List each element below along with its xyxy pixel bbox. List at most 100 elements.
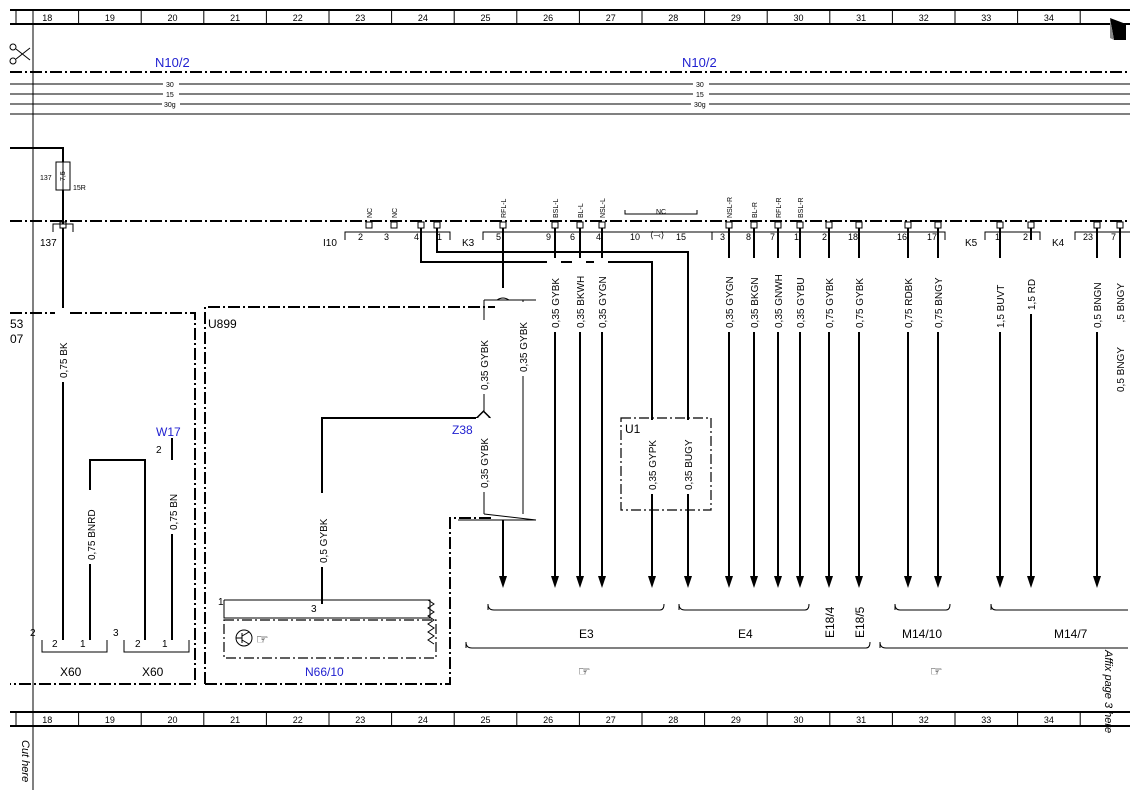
ruler-column-label: 22 — [293, 13, 303, 23]
connector-pin-number: 23 — [1083, 232, 1093, 242]
pin-terminal — [750, 221, 758, 229]
x60-b-pin-1: 1 — [162, 639, 168, 650]
connector-pin-number: 16 — [897, 232, 907, 242]
connector-signal-label: NSL-R — [727, 197, 734, 218]
pin-terminal — [576, 221, 584, 229]
ruler-column-label: 21 — [230, 13, 240, 23]
wire-label-bg — [547, 258, 561, 332]
wire-label: 0,75 BNGY — [934, 277, 945, 328]
connector-signal-label: RFL-L — [501, 198, 508, 218]
pin-terminal — [598, 221, 606, 229]
n66-pin-3: 3 — [311, 604, 317, 615]
wire-label-bg — [165, 460, 179, 534]
arrow-head — [796, 576, 804, 588]
ruler-column-label: 24 — [418, 715, 428, 725]
connector-pin-number: 17 — [927, 232, 937, 242]
ruler-column-label: 29 — [731, 13, 741, 23]
connector-k4: K4 — [1052, 238, 1065, 249]
pin-terminal — [796, 221, 804, 229]
wire-label-bg — [572, 258, 586, 332]
arrow-head — [1093, 576, 1101, 588]
lamp-brackets: E3 E4 E18/4 E18/5 M14/10 M14/7 ☞ ☞ — [465, 603, 1128, 679]
ruler-column-label: 33 — [981, 13, 991, 23]
x60-b-label: X60 — [142, 665, 164, 679]
ruler-column-label: 33 — [981, 715, 991, 725]
e3-label: E3 — [579, 627, 594, 641]
z38-label: Z38 — [452, 423, 473, 437]
wire-label-bg — [476, 320, 490, 394]
e4-label: E4 — [738, 627, 753, 641]
ruler-column-label: 21 — [230, 715, 240, 725]
connector-pin-number: 1 — [794, 232, 799, 242]
wire-label-bg — [83, 490, 97, 564]
wire-label: 0,5 BNGN — [1093, 282, 1104, 328]
wire-label: 0,35 BKGN — [750, 277, 761, 328]
connector-signal-label: BSL-L — [553, 198, 560, 218]
wire-label-bg — [721, 258, 735, 332]
connector-pin-number: 10 — [630, 232, 640, 242]
ruler-column-label: 27 — [606, 715, 616, 725]
wire-label: 0,35 GYPK — [648, 440, 659, 490]
ruler-column-label: 26 — [543, 13, 553, 23]
wire-label: 0,75 RDBK — [904, 278, 915, 328]
x60-a-pin-1: 1 — [80, 639, 86, 650]
connector-pin-number: 2 — [358, 232, 363, 242]
bus-30g-label: 30g — [164, 102, 176, 109]
pin-terminal — [390, 221, 398, 229]
x60-b-outer-pin: 3 — [113, 628, 119, 639]
wire-label: 0,35 GYBK — [480, 340, 491, 390]
ruler-column-label: 31 — [856, 715, 866, 725]
connector-signal-label: NC — [392, 208, 399, 218]
wire-label-bg — [594, 258, 608, 332]
arrow-head — [1027, 576, 1035, 588]
connector-pin-number: 6 — [570, 232, 575, 242]
arrow-head — [774, 576, 782, 588]
connector-pin-number: 2 — [822, 232, 827, 242]
fuse-circuit: 15R — [73, 185, 86, 192]
ruler-column-label: 26 — [543, 715, 553, 725]
left-07-label: 07 — [10, 332, 24, 346]
n66-pin-1: 1 — [218, 597, 224, 608]
bus-30-label: 30 — [696, 82, 704, 89]
ruler-column-label: 19 — [105, 715, 115, 725]
ruler-column-label: 29 — [731, 715, 741, 725]
connector-pin-number: 1 — [995, 232, 1000, 242]
connector-signal-label: RFL-R — [776, 197, 783, 218]
pointing-hand-icon: ☞ — [930, 663, 943, 679]
wire-label-bg — [821, 258, 835, 332]
connector-pin-number: 3 — [384, 232, 389, 242]
wire-label-bg — [476, 418, 490, 492]
pin-terminal — [825, 221, 833, 229]
connector-signal-label: BL-L — [578, 203, 585, 218]
affix-page-text: Affix page 3 here — [1102, 649, 1114, 733]
ruler-column-label: 28 — [668, 715, 678, 725]
fuse-rating: 7,5 — [60, 171, 67, 181]
x60-a-outer-pin: 2 — [30, 628, 36, 639]
w17-pin: 2 — [156, 445, 162, 456]
ruler-column-label: 31 — [856, 13, 866, 23]
bridge-symbol: ⟨⤙⟩ — [650, 230, 664, 240]
wire-label-bg — [792, 258, 806, 332]
wire-label-bg — [55, 308, 69, 382]
wire-label-bg — [930, 258, 944, 332]
wire-label-bg — [851, 258, 865, 332]
ruler-column-label: 19 — [105, 13, 115, 23]
pin-terminal — [433, 221, 441, 229]
wire-label-bg — [315, 493, 329, 567]
u899-label: U899 — [208, 317, 237, 331]
wire-label: 0,35 BKWH — [576, 276, 587, 328]
wire-label-bg — [900, 258, 914, 332]
n10-2-label-left: N10/2 — [155, 55, 190, 70]
arrow-head — [996, 576, 1004, 588]
wire-label-bg — [992, 258, 1006, 332]
ruler-column-label: 18 — [42, 715, 52, 725]
wire-label-bg — [1023, 240, 1037, 314]
fuse-number: 137 — [40, 175, 52, 182]
connector-pin-number: 5 — [496, 232, 501, 242]
m14-7-label: M14/7 — [1054, 627, 1088, 641]
transistor-icon — [235, 629, 253, 647]
fuse-137: 137 7,5 15R — [10, 147, 86, 224]
w17-label: W17 — [156, 425, 181, 439]
